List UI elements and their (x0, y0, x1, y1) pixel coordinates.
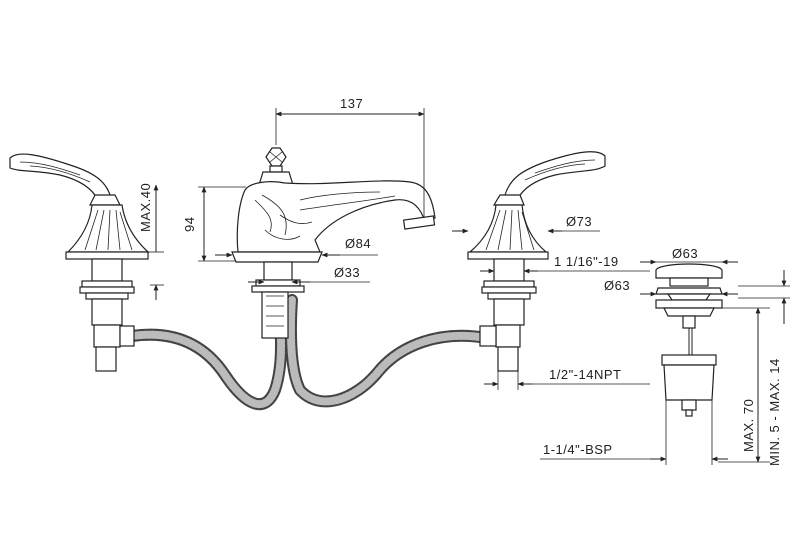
dim-max-handle-height: MAX.40 (138, 183, 153, 232)
dim-spout-shank-diameter: Ø33 (334, 265, 360, 280)
dim-spout-height: 94 (182, 217, 197, 232)
dimension-lines (148, 108, 790, 465)
pop-up-drain (655, 263, 723, 417)
dim-spout-base-diameter: Ø84 (345, 236, 371, 251)
right-valve-handle (467, 151, 606, 372)
spout (231, 147, 436, 339)
left-valve-handle (9, 153, 150, 372)
dim-drain-max-length: MAX. 70 (741, 399, 756, 452)
dim-supply-thread: 1/2"-14NPT (549, 367, 621, 382)
dim-deck-thickness: MIN. 5 - MAX. 14 (767, 358, 782, 466)
flexible-hoses (126, 294, 492, 411)
dim-drain-flange-diameter: Ø63 (604, 278, 630, 293)
dim-cap-diameter: Ø63 (672, 246, 698, 261)
dim-spout-reach: 137 (340, 96, 363, 111)
dim-valve-base-diameter: Ø73 (566, 214, 592, 229)
dim-drain-thread: 1-1/4"-BSP (543, 442, 613, 457)
dim-valve-thread: 1 1/16"-19 (554, 254, 619, 269)
